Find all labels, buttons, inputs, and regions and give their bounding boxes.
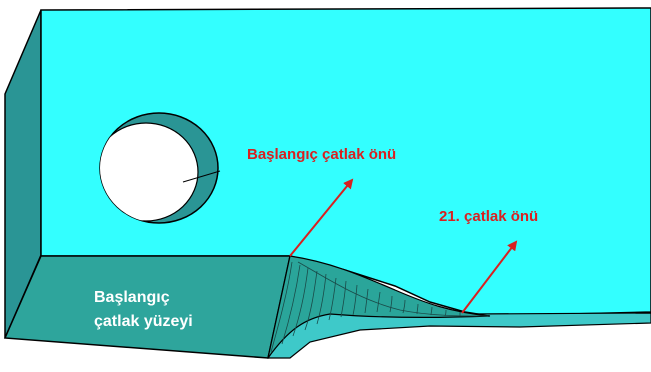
initial-crack-front-label: Başlangıç çatlak önü xyxy=(247,146,396,163)
surface-label-line1: Başlangıç xyxy=(94,286,193,310)
initial-crack-surface-label: Başlangıç çatlak yüzeyi xyxy=(94,286,193,334)
crack-front-21-label: 21. çatlak önü xyxy=(439,208,538,225)
surface-label-line2: çatlak yüzeyi xyxy=(94,310,193,334)
